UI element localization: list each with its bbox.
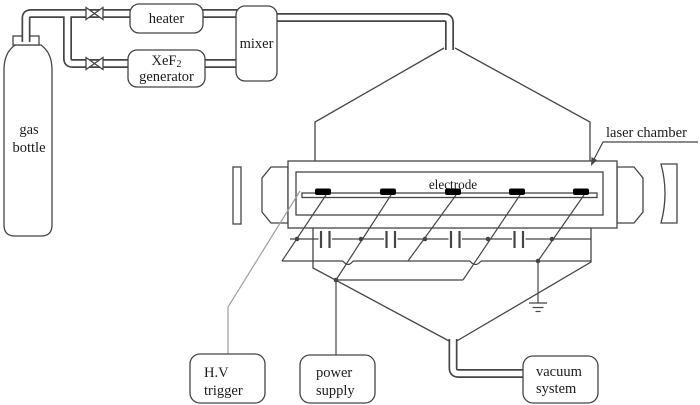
- capacitor-icon: [513, 231, 525, 248]
- gas-bottle-label-line2: bottle: [12, 140, 45, 156]
- pipe-chamber-to-vacuum: [448, 339, 527, 378]
- right-mirror: [660, 163, 678, 224]
- electrode-segment: [315, 188, 331, 195]
- electrode-feed-wire: [281, 194, 327, 262]
- electrode-segment: [573, 188, 589, 195]
- pipe-bottle-to-heater: [21, 9, 134, 42]
- junction-dot: [485, 236, 491, 242]
- chamber-bottom-left-slope: [312, 228, 452, 343]
- capacitor-icon: [449, 231, 461, 248]
- electrode-feed-wire: [462, 194, 521, 281]
- heater-label: heater: [149, 11, 185, 27]
- gas-bottle-body: [3, 44, 53, 237]
- pipe-branch-to-generator: [63, 13, 132, 68]
- junction-dot: [333, 277, 339, 283]
- valve-icon: [85, 6, 104, 21]
- chamber-top-right-slope: [454, 47, 591, 161]
- leader-line: [591, 141, 698, 164]
- xef2-generator-box: XeF2 generator: [127, 49, 206, 88]
- junction-dot: [535, 258, 541, 264]
- junction-dot: [294, 236, 300, 242]
- left-mirror: [232, 166, 242, 225]
- electrode-feed-wire: [537, 194, 585, 262]
- pipe-mixer-to-chamber: [273, 13, 454, 50]
- electrode-label: electrode: [429, 177, 477, 192]
- vacuum-system-label-line1: vacuum: [536, 364, 583, 380]
- generator-label: generator: [139, 69, 194, 85]
- ground-icon: [529, 261, 547, 313]
- hv-trigger-box: H.V trigger: [189, 353, 266, 404]
- hv-trigger-wire: [227, 190, 301, 356]
- laser-chamber-label: laser chamber: [606, 125, 687, 141]
- power-supply-label-line2: supply: [316, 383, 355, 399]
- mixer-label: mixer: [240, 36, 274, 52]
- xef2-label: XeF2: [152, 53, 182, 70]
- junction-dot: [358, 236, 364, 242]
- gas-bottle-label-line1: gas: [19, 122, 39, 138]
- gas-pipes: [21, 9, 527, 378]
- laser-chamber-annotation: laser chamber: [591, 125, 698, 166]
- power-supply-box: power supply: [299, 354, 376, 404]
- mixer-box: mixer: [235, 5, 278, 82]
- discharge-circuit: [227, 171, 604, 356]
- electrode-feed-wire: [335, 194, 392, 281]
- vacuum-system-box: vacuum system: [522, 355, 599, 404]
- electrode-housing: [295, 171, 604, 216]
- chamber-left-window-mount: [261, 166, 289, 224]
- chamber-top-left-slope: [314, 47, 445, 161]
- electrode-segment: [445, 188, 461, 195]
- vacuum-system-label-line2: system: [536, 381, 577, 397]
- hv-trigger-label-line1: H.V: [204, 365, 229, 381]
- valve-icon: [85, 56, 104, 71]
- power-supply-label-line1: power: [316, 365, 352, 381]
- trigger-bus: [282, 260, 591, 266]
- electrode-feed-wire: [407, 194, 457, 262]
- chamber-right-window-mount: [616, 166, 644, 224]
- electrode-segment: [380, 188, 396, 195]
- capacitor-icon: [385, 231, 397, 248]
- electrode-segment: [509, 188, 525, 195]
- hv-trigger-label-line2: trigger: [204, 383, 243, 399]
- junction-dot: [422, 236, 428, 242]
- junction-dot: [549, 236, 555, 242]
- capacitor-icon: [319, 231, 331, 248]
- leader-arrow-icon: [591, 157, 597, 166]
- heater-box: heater: [129, 3, 204, 34]
